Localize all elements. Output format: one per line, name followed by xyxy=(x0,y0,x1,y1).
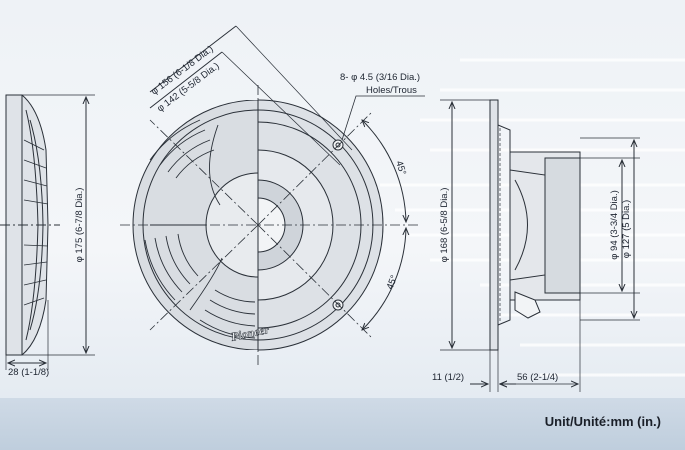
dim-diameter-175: φ 175 (6-7/8 Dia.) xyxy=(74,188,85,263)
dim-depth-28: 28 (1-1/8) xyxy=(8,367,49,378)
bottom-band xyxy=(0,398,685,450)
dim-diameter-168: φ 168 (6-5/8 Dia.) xyxy=(439,188,450,263)
dim-depth-56: 56 (2-1/4) xyxy=(517,372,558,383)
dim-diameter-94: φ 94 (3-3/4 Dia.) xyxy=(609,190,620,260)
dim-diameter-127: φ 127 (5 Dia.) xyxy=(621,200,632,258)
dim-flange-11: 11 (1/2) xyxy=(432,372,464,383)
holes-word-label: Holes/Trous xyxy=(366,85,417,96)
side-profile-view xyxy=(0,94,95,370)
unit-label: Unit/Unité:mm (in.) xyxy=(544,414,661,429)
angle-top-label: 45° xyxy=(393,160,408,177)
angle-bottom-label: 45° xyxy=(385,273,401,291)
holes-spec-label: 8- φ 4.5 (3/16 Dia.) xyxy=(340,72,420,83)
front-view xyxy=(120,25,425,365)
side-section-view xyxy=(440,99,640,392)
